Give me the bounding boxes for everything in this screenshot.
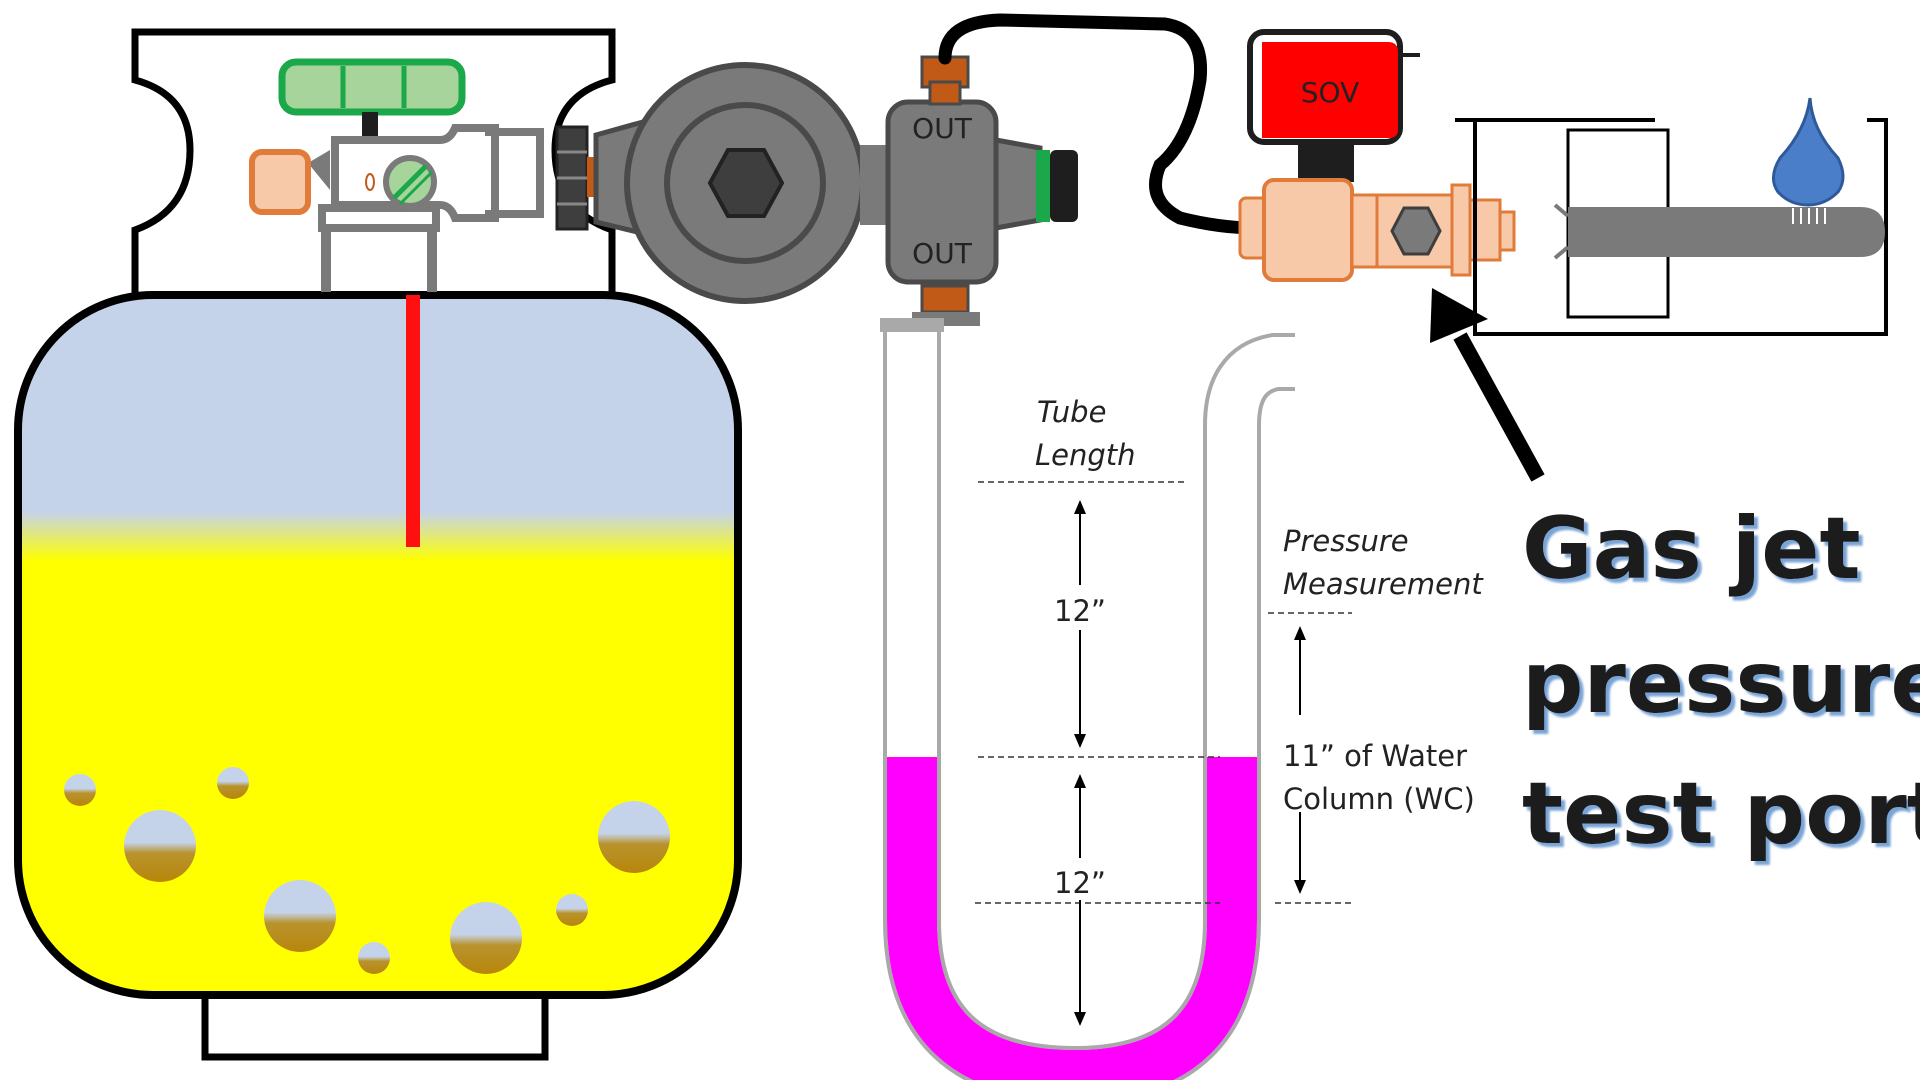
vapor-bubbles [64, 767, 670, 974]
pressure-label-line2: Measurement [1283, 567, 1484, 601]
burner-assembly [1455, 97, 1888, 336]
tube-length-label-line2: Length [1035, 438, 1136, 472]
solenoid-valve-icon: SOV [1247, 29, 1420, 182]
manometer [880, 318, 1300, 1080]
dim-lower-label: 12” [1054, 866, 1106, 900]
propane-tank-icon [14, 28, 742, 1061]
pol-fitting [555, 125, 599, 231]
callout-line3: test port [1522, 764, 1920, 864]
out-bottom-label: OUT [912, 237, 973, 270]
gas-hose [938, 13, 1262, 235]
wc-label-line2: Column (WC) [1283, 782, 1475, 816]
relief-valve [249, 149, 311, 215]
reference-lines [975, 481, 1352, 904]
flame-icon [1772, 97, 1845, 224]
callout-arrow-icon [1430, 288, 1545, 482]
gas-valve-body [1238, 178, 1516, 282]
dim-upper-label: 12” [1054, 594, 1106, 628]
callout-line2: pressure [1522, 633, 1920, 733]
out-top-label: OUT [912, 112, 973, 145]
tube-length-label-line1: Tube [1037, 395, 1106, 429]
test-port-icon[interactable] [1390, 206, 1442, 256]
tank-valve [249, 58, 544, 292]
callout-line1: Gas jet [1522, 499, 1861, 599]
burner-tube [1568, 207, 1885, 257]
sov-label: SOV [1301, 76, 1359, 109]
callout-text: Gas jet pressure test port [1522, 499, 1920, 864]
dimension-arrows [1074, 500, 1306, 1026]
dip-tube [406, 295, 420, 547]
wc-label-line1: 11” of Water [1283, 739, 1467, 773]
manometer-fluid [887, 757, 1257, 1080]
pressure-label-line1: Pressure [1283, 524, 1409, 558]
regulator-icon: OUT OUT [593, 55, 1078, 326]
hand-wheel[interactable] [278, 58, 466, 142]
tank-body [14, 291, 742, 999]
